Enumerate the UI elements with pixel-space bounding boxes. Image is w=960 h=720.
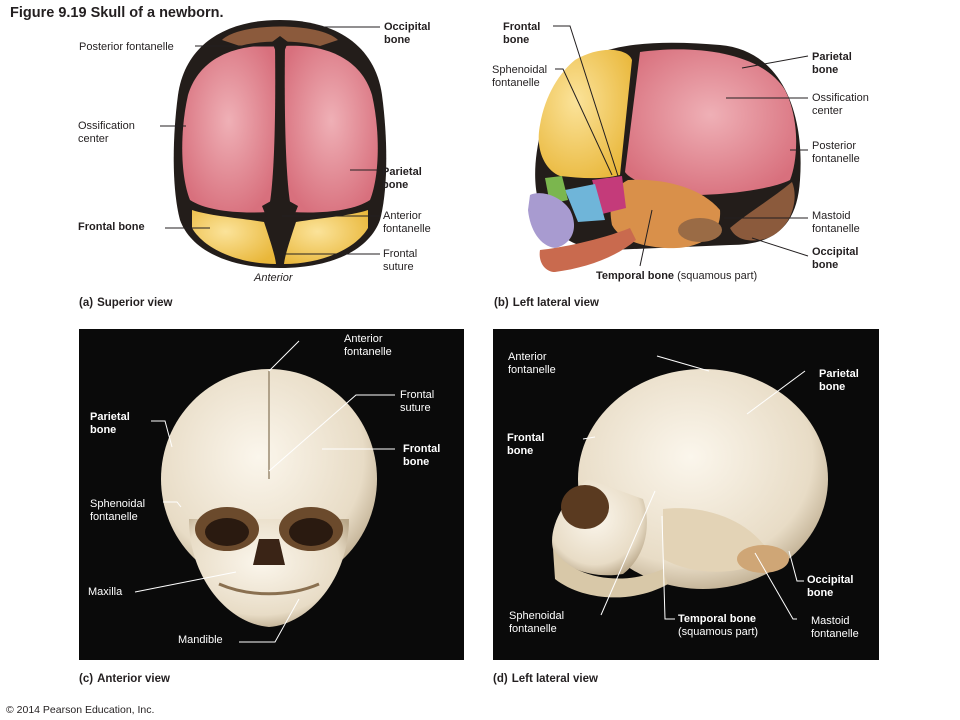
posterior-fontanelle-shape [272, 36, 288, 52]
anterior-fontanelle-shape [262, 196, 298, 238]
caption-panel-a: (a)Superior view [79, 297, 173, 309]
label-parietal-bone-c: Parietal bone [90, 411, 130, 436]
label-frontal-bone-d: Frontal bone [507, 432, 545, 457]
label-ossification-center: Ossification center [78, 120, 135, 145]
superior-view-skull [173, 20, 387, 268]
figure-title: Figure 9.19 Skull of a newborn. [10, 5, 224, 21]
label-maxilla-c: Maxilla [88, 586, 123, 598]
label-posterior-fontanelle: Posterior fontanelle [79, 41, 174, 53]
frontal-bone-right-shape [284, 210, 368, 264]
label-sphenoidal-fontanelle-d: Sphenoidal fontanelle [509, 610, 565, 635]
label-frontal-suture: Frontal suture [383, 248, 418, 273]
caption-panel-c: (c)Anterior view [79, 673, 170, 685]
frontal-bone-left-shape [192, 210, 276, 264]
label-occipital-bone: Occipital bone [384, 21, 431, 46]
caption-panel-d: (d)Left lateral view [493, 673, 598, 685]
label-frontal-bone: Frontal bone [78, 221, 145, 233]
label-mastoid-fontanelle-b: Mastoid fontanelle [812, 210, 860, 235]
label-frontal-suture-c: Frontal suture [400, 389, 435, 414]
frontal-bone-shape [538, 49, 632, 179]
label-frontal-bone-c: Frontal bone [403, 443, 441, 468]
label-temporal-bone-b: Temporal bone (squamous part) [596, 270, 758, 282]
lateral-view-photo [493, 329, 879, 660]
label-mastoid-fontanelle-d: Mastoid fontanelle [811, 615, 859, 640]
panel-b-leaders [553, 25, 809, 267]
label-anterior-fontanelle-c: Anterior fontanelle [344, 333, 392, 358]
label-parietal-bone: Parietal bone [382, 166, 422, 191]
label-frontal-bone-b: Frontal bone [503, 21, 541, 46]
label-mandible-c: Mandible [178, 634, 223, 646]
label-parietal-bone-d: Parietal bone [819, 368, 859, 393]
parietal-bone-right-shape [284, 45, 378, 213]
occipital-bone-shape [730, 182, 795, 241]
anterior-view-photo [79, 329, 464, 660]
label-occipital-bone-b: Occipital bone [812, 246, 859, 271]
label-sphenoidal-fontanelle-c: Sphenoidal fontanelle [90, 498, 146, 523]
label-anterior-fontanelle: Anterior fontanelle [383, 210, 431, 235]
label-anterior: Anterior [254, 272, 293, 284]
lateral-view-skull [528, 42, 801, 272]
label-parietal-bone-b: Parietal bone [812, 51, 852, 76]
panel-a-leaders [160, 26, 380, 255]
label-temporal-bone-d: Temporal bone(squamous part) [678, 613, 759, 638]
parietal-bone-left-shape [182, 45, 276, 213]
label-sphenoidal-fontanelle-b: Sphenoidal fontanelle [492, 64, 548, 89]
label-occipital-bone-d: Occipital bone [807, 574, 854, 599]
mandible-shape [539, 228, 636, 272]
caption-panel-b: (b)Left lateral view [494, 297, 599, 309]
parietal-bone-shape [625, 49, 797, 196]
label-ossification-center-b: Ossification center [812, 92, 869, 117]
label-anterior-fontanelle-d: Anterior fontanelle [508, 351, 556, 376]
label-posterior-fontanelle-b: Posterior fontanelle [812, 140, 860, 165]
copyright-notice: © 2014 Pearson Education, Inc. [6, 704, 155, 716]
